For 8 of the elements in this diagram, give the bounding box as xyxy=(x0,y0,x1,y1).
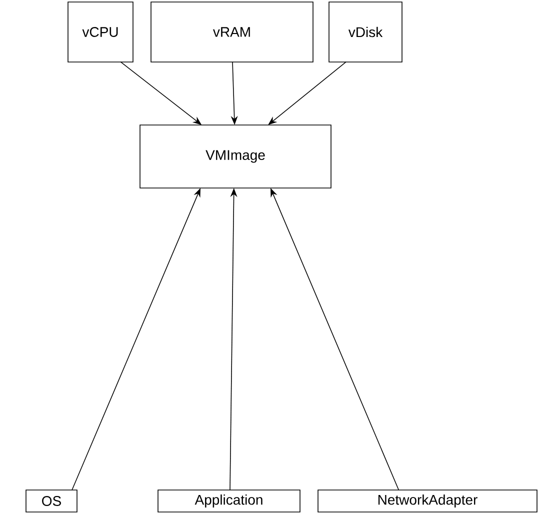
process-box: Application xyxy=(158,490,300,512)
arrow xyxy=(268,62,346,125)
process-box: vRAM xyxy=(150,2,314,62)
process-box: NetworkAdapter xyxy=(318,490,538,512)
process-box: OS xyxy=(26,490,78,512)
process-box: VMImage xyxy=(140,124,332,188)
process-box: vCPU xyxy=(68,2,134,62)
process-box: vDisk xyxy=(328,2,402,62)
